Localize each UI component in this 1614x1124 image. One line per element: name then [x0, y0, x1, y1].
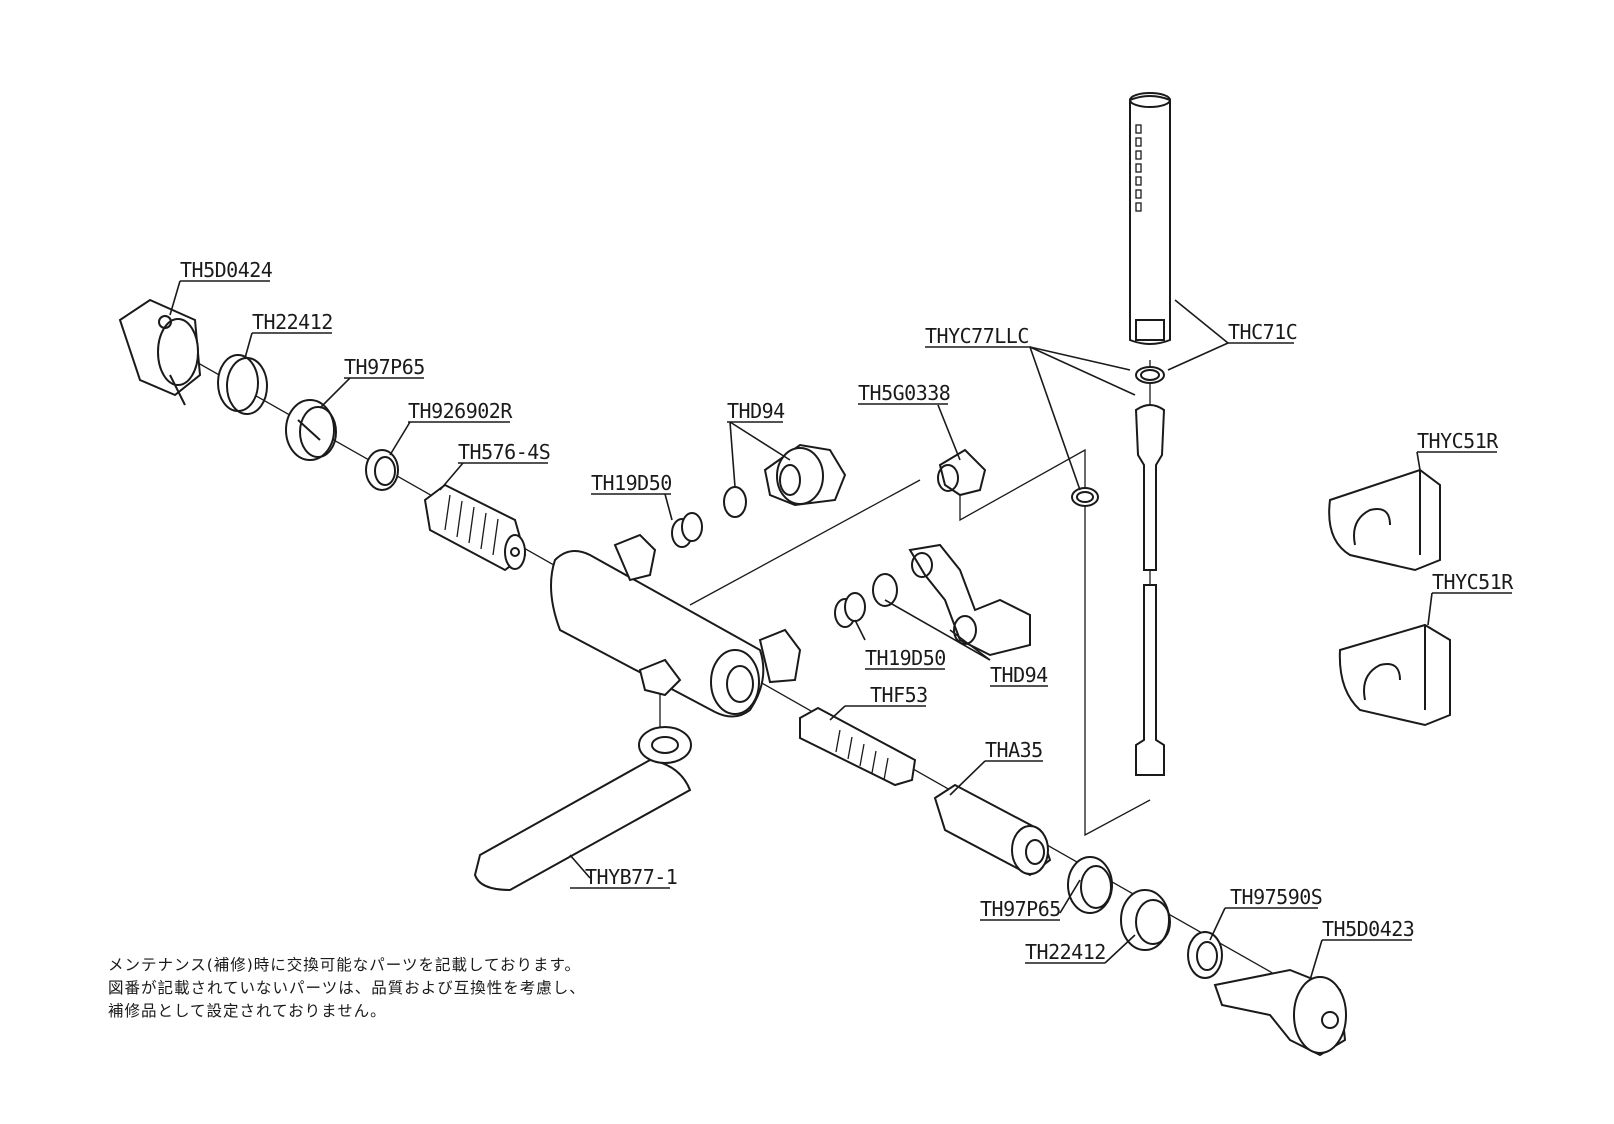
label-thf53: THF53: [870, 683, 928, 707]
spray-holes: [1135, 124, 1142, 212]
part-th5g0338-elbow: [937, 448, 987, 497]
label-th22412-b: TH22412: [1025, 940, 1106, 964]
part-th19d50-fitting-b: [834, 592, 866, 628]
part-hose-washer: [1135, 366, 1165, 384]
label-th5d0423: TH5D0423: [1322, 917, 1414, 941]
label-thyb77-1: THYB77-1: [585, 865, 677, 889]
label-thyc77llc: THYC77LLC: [925, 324, 1029, 348]
label-th22412-a: TH22412: [252, 310, 333, 334]
part-th5d0424-knob: [118, 298, 202, 406]
part-th22412-ring-a: [217, 354, 268, 415]
label-th5d0424: TH5D0424: [180, 258, 273, 282]
label-th97p65-a: TH97P65: [344, 355, 425, 379]
leader-lines: [169, 280, 1433, 981]
part-main-body: [550, 533, 802, 718]
part-thd94-elbow-b: [872, 543, 1031, 657]
label-th97590s: TH97590S: [1230, 885, 1322, 909]
note-line-2: 図番が記載されていないパーツは、品質および互換性を考慮し、: [108, 979, 586, 997]
label-th19d50-b: TH19D50: [865, 646, 946, 670]
part-thyc77llc-washer: [1071, 487, 1099, 507]
part-thc71c-hand-shower: [1129, 92, 1171, 345]
part-th576-4s-cartridge: [423, 483, 527, 572]
label-thyc51r-a: THYC51R: [1417, 429, 1499, 453]
maintenance-note: メンテナンス(補修)時に交換可能なパーツを記載しております。 図番が記載されてい…: [108, 956, 586, 1020]
label-thyc51r-b: THYC51R: [1432, 570, 1514, 594]
note-line-1: メンテナンス(補修)時に交換可能なパーツを記載しております。: [108, 956, 581, 974]
part-tha35-adapter: [933, 783, 1052, 877]
part-th22412-ring-b: [1120, 889, 1171, 951]
part-labels: TH5D0424 TH22412 TH97P65 TH926902R TH576…: [180, 258, 1515, 964]
label-th19d50-a: TH19D50: [591, 471, 672, 495]
part-thd94-elbow-a: [723, 443, 847, 518]
part-th926902r-ring: [365, 449, 399, 491]
part-thyc51r-holder-a: [1328, 468, 1441, 572]
label-th97p65-b: TH97P65: [980, 897, 1061, 921]
label-th926902r: TH926902R: [408, 399, 513, 423]
label-th576-4s: TH576-4S: [458, 440, 550, 464]
label-thc71c: THC71C: [1228, 320, 1297, 344]
note-line-3: 補修品として設定されておりません。: [108, 1002, 387, 1020]
label-tha35: THA35: [985, 738, 1043, 762]
part-th97p65-clip-b: [1067, 856, 1113, 914]
part-thyc51r-holder-b: [1338, 623, 1451, 727]
part-shower-hose: [1134, 404, 1166, 776]
part-th5d0423-handle: [1213, 968, 1347, 1057]
part-thyb77-1-spout: [473, 726, 692, 892]
part-thf53-filter: [799, 706, 917, 787]
label-thd94-a: THD94: [727, 399, 785, 423]
part-th97p65-clip-a: [285, 399, 337, 461]
label-thd94-b: THD94: [990, 663, 1048, 687]
part-th19d50-fitting-a: [671, 512, 703, 548]
label-th5g0338: TH5G0338: [858, 381, 950, 405]
part-th97590s-ring: [1187, 931, 1223, 979]
